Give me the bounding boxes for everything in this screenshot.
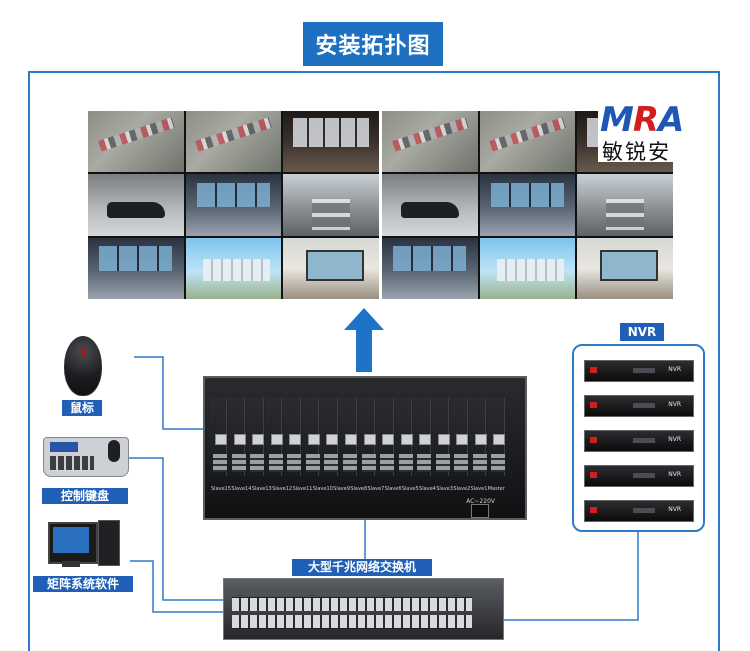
video-wall-right xyxy=(382,111,673,299)
matrix-card xyxy=(468,398,487,476)
matrix-card xyxy=(394,398,413,476)
matrix-card xyxy=(283,398,301,476)
nvr-logo-dot xyxy=(590,507,597,513)
software-line xyxy=(130,560,223,613)
nvr-unit-label: NVR xyxy=(668,366,681,373)
matrix-card xyxy=(246,398,264,476)
video-tile-street xyxy=(88,111,184,173)
software-label: 矩阵系统软件 xyxy=(33,576,133,592)
computer-monitor-icon xyxy=(48,522,98,564)
video-tile-office xyxy=(283,237,379,299)
slot-label: Slave10 xyxy=(312,486,333,492)
up-arrow-icon xyxy=(344,308,384,372)
matrix-card xyxy=(320,398,338,476)
computer-tower-icon xyxy=(98,520,120,566)
mouse-line xyxy=(134,356,203,430)
video-wall-left xyxy=(88,111,379,299)
nvr-panel xyxy=(633,473,655,478)
slot-label: Slave13 xyxy=(251,486,272,492)
video-tile-control xyxy=(382,237,478,299)
slot-label: Slave9 xyxy=(333,486,350,492)
logo-mark: MRA xyxy=(600,100,684,140)
mouse-icon xyxy=(64,336,102,396)
nvr-panel xyxy=(633,368,655,373)
slot-label: Slave15 xyxy=(211,486,232,492)
nvr-line xyxy=(504,532,639,621)
slot-label: Slave8 xyxy=(350,486,368,492)
video-tile-office xyxy=(577,237,673,299)
nvr-unit: NVR xyxy=(584,430,694,452)
slot-label: Slave5 xyxy=(401,486,419,492)
video-tile-road xyxy=(577,174,673,236)
video-tile-street xyxy=(479,111,576,173)
matrix-card xyxy=(450,398,468,476)
matrix-card xyxy=(357,398,376,476)
nvr-unit-label: NVR xyxy=(668,471,681,478)
nvr-unit: NVR xyxy=(584,465,694,487)
matrix-card xyxy=(338,398,357,476)
slot-label: Slave6 xyxy=(384,486,402,492)
video-tile-control xyxy=(479,174,576,236)
switch-label: 大型千兆网络交换机 xyxy=(292,559,432,576)
monitor-stand xyxy=(62,561,80,567)
matrix-card xyxy=(487,398,505,476)
nvr-logo-dot xyxy=(590,437,597,443)
video-tile-building xyxy=(185,237,282,299)
nvr-unit-label: NVR xyxy=(668,401,681,408)
page-title: 安装拓扑图 xyxy=(303,22,443,66)
video-tile-building xyxy=(479,237,576,299)
keyboard-line xyxy=(127,457,223,601)
nvr-unit-label: NVR xyxy=(668,436,681,443)
video-tile-control xyxy=(88,237,184,299)
slot-label: Slave14 xyxy=(231,486,252,492)
power-socket xyxy=(471,504,489,518)
video-tile-parking xyxy=(382,174,478,236)
network-switch xyxy=(223,578,504,640)
diagram-frame xyxy=(28,71,720,651)
joystick-icon xyxy=(108,440,120,462)
matrix-card xyxy=(264,398,283,476)
power-label: AC~220V xyxy=(466,498,495,505)
nvr-logo-dot xyxy=(590,472,597,478)
slot-label: Master xyxy=(487,486,505,492)
video-tile-monitor xyxy=(283,111,379,173)
nvr-logo-dot xyxy=(590,367,597,373)
matrix-card xyxy=(227,398,246,476)
slot-label: Slave12 xyxy=(272,486,293,492)
keyboard-label: 控制键盘 xyxy=(42,488,128,504)
matrix-card xyxy=(376,398,394,476)
matrix-card xyxy=(431,398,450,476)
slot-label: Slave3 xyxy=(436,486,454,492)
video-tile-road xyxy=(283,174,379,236)
video-tile-street xyxy=(185,111,282,173)
nvr-panel xyxy=(633,438,655,443)
slot-label: Slave11 xyxy=(292,486,313,492)
nvr-unit: NVR xyxy=(584,360,694,382)
slot-label: Slave4 xyxy=(419,486,436,492)
nvr-unit: NVR xyxy=(584,500,694,522)
slot-label: Slave7 xyxy=(367,486,385,492)
mouse-label: 鼠标 xyxy=(62,400,102,416)
nvr-unit: NVR xyxy=(584,395,694,417)
nvr-label: NVR xyxy=(620,323,664,341)
nvr-panel xyxy=(633,508,655,513)
matrix-card xyxy=(413,398,431,476)
slot-label: Slave2 xyxy=(453,486,471,492)
matrix-card xyxy=(209,398,227,476)
nvr-logo-dot xyxy=(590,402,597,408)
slot-label: Slave1 xyxy=(470,486,488,492)
switch-ports xyxy=(232,597,472,629)
brand-logo: MRA 敏锐安 xyxy=(598,100,718,164)
video-tile-street xyxy=(382,111,478,173)
nvr-panel xyxy=(633,403,655,408)
nvr-unit-label: NVR xyxy=(668,506,681,513)
nvr-group xyxy=(572,344,705,532)
logo-chinese-name: 敏锐安 xyxy=(602,140,671,164)
matrix-card xyxy=(301,398,320,476)
video-tile-control xyxy=(185,174,282,236)
video-tile-parking xyxy=(88,174,184,236)
control-keyboard-icon xyxy=(43,437,129,477)
